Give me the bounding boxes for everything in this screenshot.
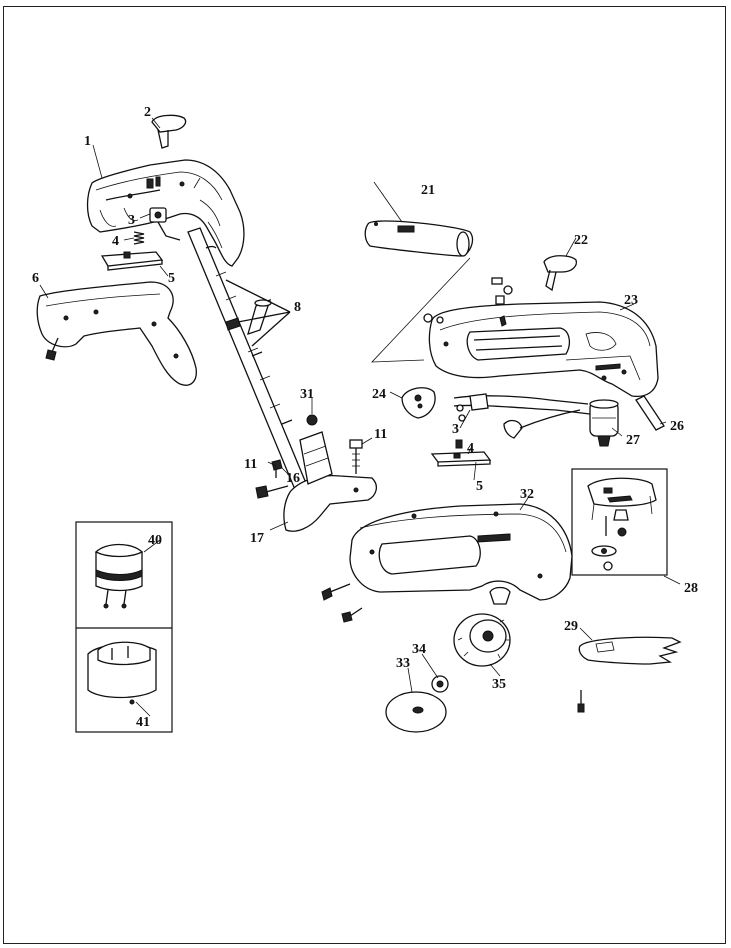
callout-31: 31 [300,387,314,402]
callout-28: 28 [684,581,698,596]
part-28-box [571,468,668,576]
part-spool-cap [385,691,447,733]
callout-11-left: 11 [244,457,257,472]
leader-lines [39,117,681,717]
part-charger-box [75,521,173,733]
part-spring [133,231,145,245]
callout-6: 6 [32,271,39,286]
part-spool-nut [431,675,449,693]
callout-34: 34 [412,642,426,657]
part-shaft-base [283,431,378,532]
callout-1: 1 [84,134,91,149]
part-lower-guard [349,503,573,605]
part-gear-cover [401,387,436,419]
callout-3: 3 [128,213,135,228]
leader-line-battery [371,257,471,363]
part-connector [225,279,291,347]
part-rubber-strip [635,395,665,431]
part-screws-guard [321,583,363,623]
part-slide-switch [100,251,164,271]
part-wiring [453,393,591,439]
callout-41: 41 [136,715,150,730]
callout-27: 27 [626,433,640,448]
callout-40: 40 [148,533,162,548]
callout-24: 24 [372,387,386,402]
callout-29: 29 [564,619,578,634]
part-top-knob-right [543,255,578,292]
callout-35: 35 [492,677,506,692]
part-switch-set-right [430,439,492,467]
part-handle-cover [36,281,197,386]
callout-23: 23 [624,293,638,308]
part-blade [578,636,682,665]
part-spool [453,613,511,667]
callout-4: 4 [112,234,119,249]
callout-11-right: 11 [374,427,387,442]
part-trigger-switch [149,207,181,241]
callout-4-right: 4 [467,441,474,456]
part-top-knob [151,114,187,149]
part-motor [589,399,619,447]
part-shaft [187,227,309,493]
callout-32: 32 [520,487,534,502]
part-main-housing [428,301,659,398]
callout-21: 21 [421,183,435,198]
callout-3-right: 3 [452,422,459,437]
callout-26: 26 [670,419,684,434]
part-blade-screw [577,703,585,713]
page-border [3,6,726,944]
callout-16: 16 [286,471,300,486]
callout-8: 8 [294,300,301,315]
part-battery-pack [364,220,474,257]
callout-33: 33 [396,656,410,671]
callout-5-right: 5 [476,479,483,494]
callout-2: 2 [144,105,151,120]
callout-labels: 1 2 3 4 5 6 8 11 16 17 21 22 23 24 3 4 5… [32,105,698,730]
callout-5: 5 [168,271,175,286]
part-small-fasteners [423,277,513,324]
callout-17: 17 [250,531,264,546]
callout-22: 22 [574,233,588,248]
